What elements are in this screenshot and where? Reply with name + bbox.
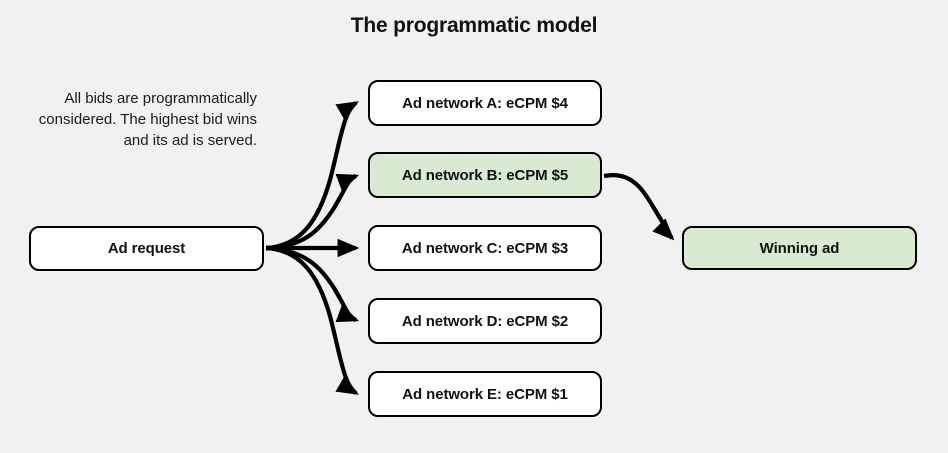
page-title: The programmatic model — [350, 14, 598, 37]
arrow-request-to-network-d — [265, 245, 360, 323]
node-ad-request[interactable]: Ad request — [29, 226, 264, 271]
description-text: All bids are programmatically considered… — [38, 90, 257, 149]
node-winning-ad[interactable]: Winning ad — [682, 226, 917, 270]
node-ad-network-d-label: Ad network D: eCPM $2 — [401, 312, 569, 330]
node-ad-network-c-label: Ad network C: eCPM $3 — [401, 239, 569, 257]
node-ad-network-a[interactable]: Ad network A: eCPM $4 — [368, 80, 602, 126]
node-ad-network-e[interactable]: Ad network E: eCPM $1 — [368, 371, 602, 417]
node-ad-network-b[interactable]: Ad network B: eCPM $5 — [368, 152, 602, 198]
node-ad-network-d[interactable]: Ad network D: eCPM $2 — [368, 298, 602, 344]
node-ad-request-label: Ad request — [107, 240, 186, 257]
arrow-request-to-network-e — [265, 245, 359, 395]
arrow-network-b-to-winning-ad — [603, 173, 675, 241]
node-ad-network-e-label: Ad network E: eCPM $1 — [402, 385, 568, 403]
arrow-request-to-network-b — [265, 173, 360, 251]
node-ad-network-c[interactable]: Ad network C: eCPM $3 — [368, 225, 602, 271]
node-ad-network-b-label: Ad network B: eCPM $5 — [401, 166, 569, 184]
node-ad-network-a-label: Ad network A: eCPM $4 — [402, 94, 568, 112]
node-winning-ad-label: Winning ad — [759, 239, 840, 257]
arrow-request-to-network-a — [265, 101, 359, 251]
